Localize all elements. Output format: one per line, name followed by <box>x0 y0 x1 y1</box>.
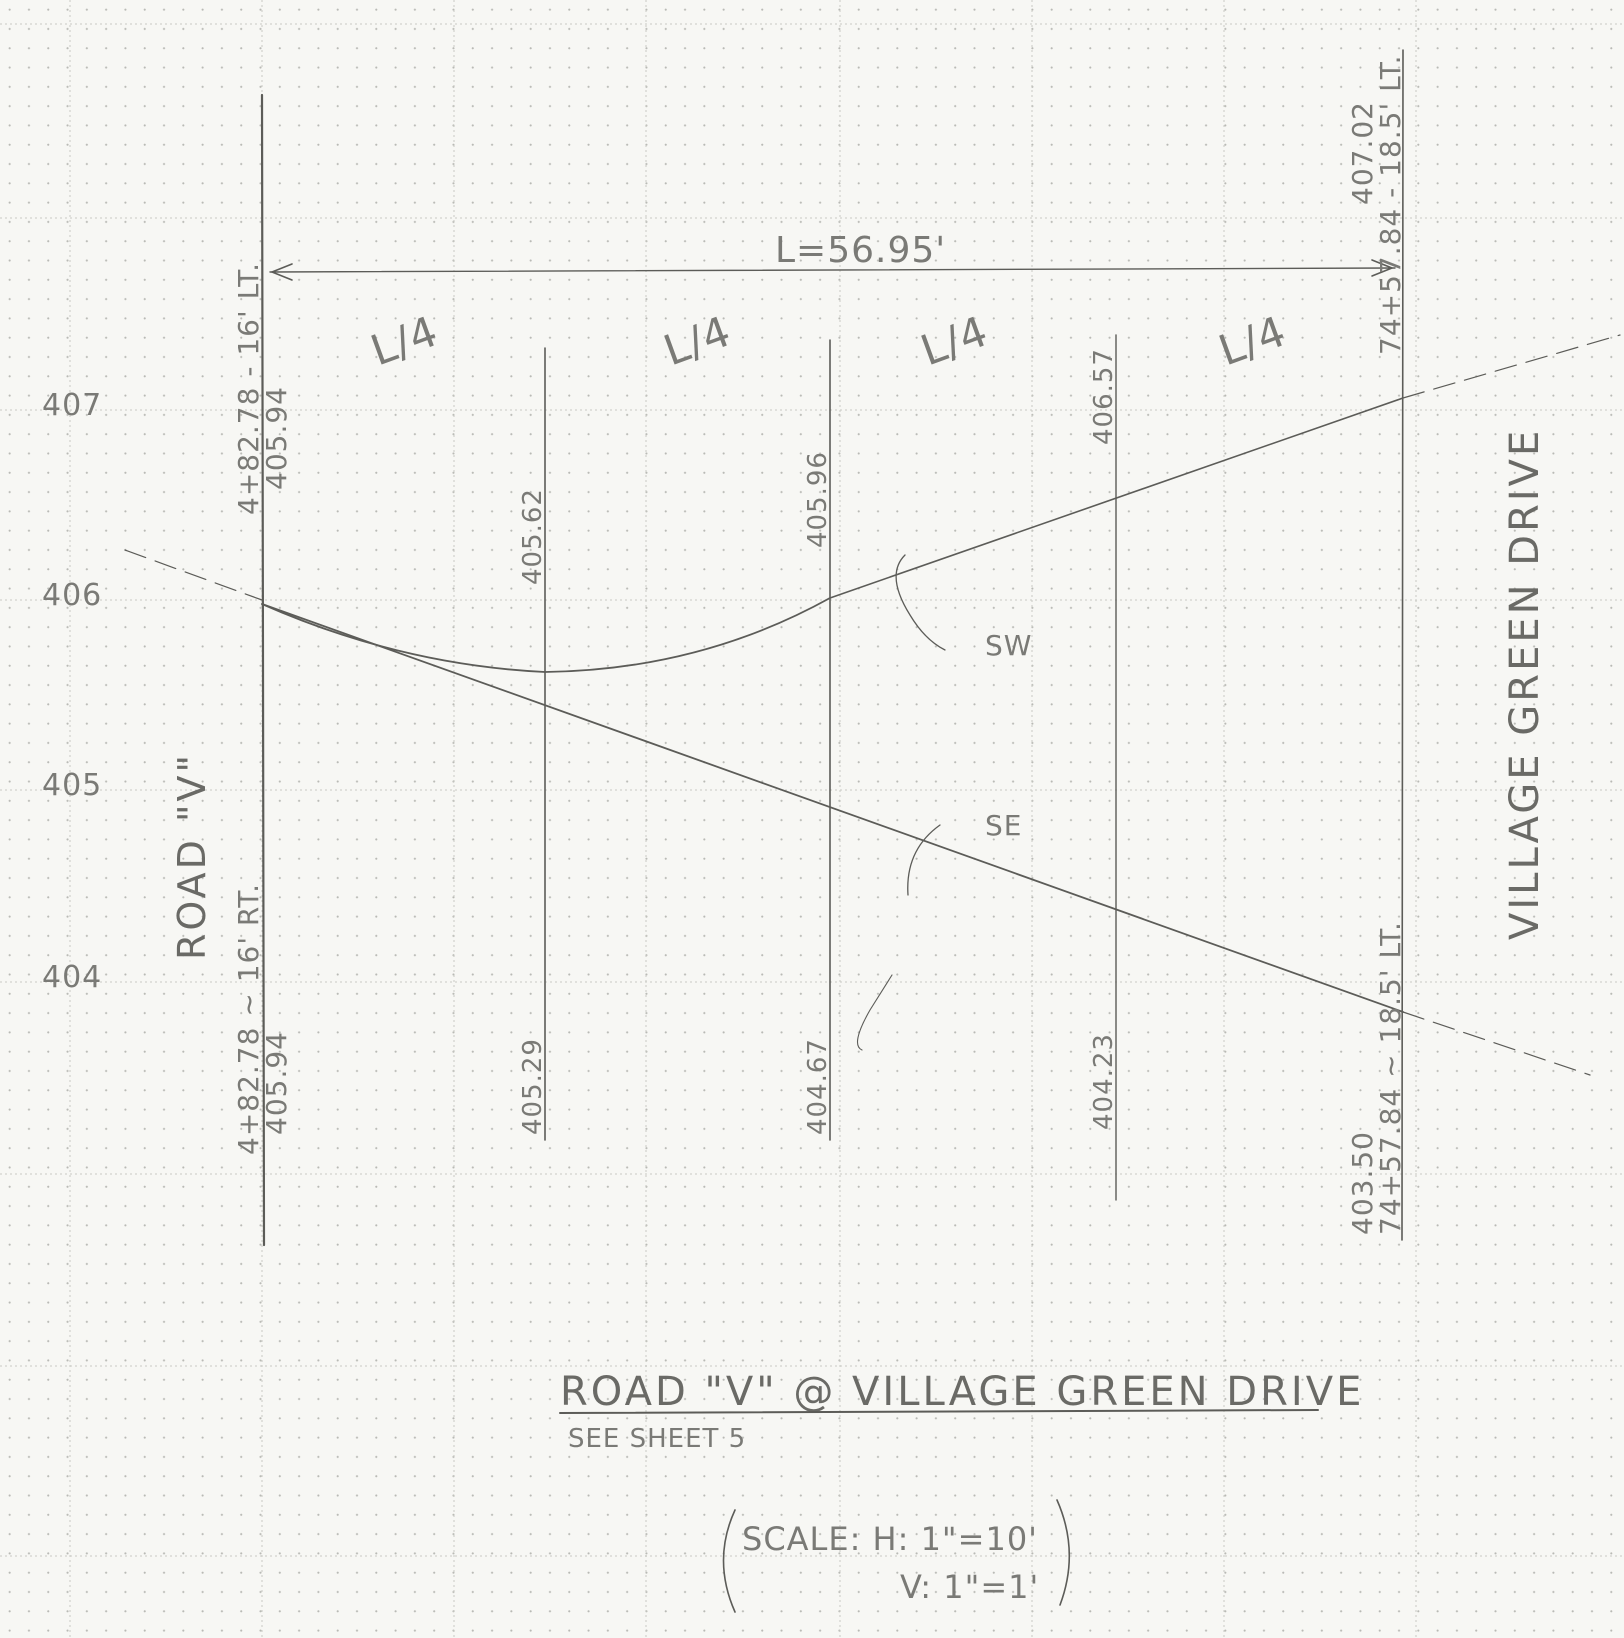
svg-text:L/4: L/4 <box>914 306 994 375</box>
sw-grade-line-extension <box>1402 334 1621 399</box>
village-green-elev-bottom: 403.50 <box>1346 1131 1379 1235</box>
village-green-name: VILLAGE GREEN DRIVE <box>1502 428 1548 940</box>
title-underline <box>559 1409 1319 1414</box>
village-green-elev-top: 407.02 <box>1346 101 1379 205</box>
road-v-name: ROAD "V" <box>170 752 214 960</box>
scale-paren-right <box>1056 1499 1071 1606</box>
elev-label-407: 407 <box>42 388 102 423</box>
svg-text:L/4: L/4 <box>364 306 444 375</box>
se-grade-line <box>261 603 1404 1013</box>
scale-vertical: V: 1"=1' <box>900 1568 1039 1606</box>
quarter-label-3: L/4 <box>914 306 994 375</box>
lower-offset-2: 404.67 <box>803 1038 833 1135</box>
elev-label-405: 405 <box>42 768 102 803</box>
se-grade-line-extension <box>1402 1011 1591 1076</box>
curve-length-dimension-line <box>269 267 1396 273</box>
quarter-label-2: L/4 <box>657 306 737 375</box>
curve-length-label: L=56.95' <box>775 230 946 271</box>
road-v-elev-top: 405.94 <box>260 386 293 490</box>
dimension-arrow-left <box>269 263 293 281</box>
village-green-station-bottom: 74+57.84 ~ 18.5' LT. <box>1374 921 1407 1235</box>
drawing-title: ROAD "V" @ VILLAGE GREEN DRIVE <box>560 1369 1364 1415</box>
village-green-station-line <box>1401 49 1404 1241</box>
village-green-station-top: 74+57.84 - 18.5' LT. <box>1374 54 1407 355</box>
upper-offset-3: 406.57 <box>1089 348 1119 445</box>
dimension-arrow-right <box>1371 259 1395 277</box>
road-v-station-top: 4+82.78 - 16' LT. <box>232 262 265 515</box>
se-leader <box>907 824 941 896</box>
road-v-station-line <box>260 93 266 1247</box>
sw-grade-line <box>829 397 1404 599</box>
upper-offset-2: 405.96 <box>803 451 833 548</box>
road-v-grade-line-extension <box>124 549 263 601</box>
elev-label-404: 404 <box>42 960 102 995</box>
elev-label-406: 406 <box>42 578 102 613</box>
se-label: SE <box>985 809 1022 842</box>
svg-text:L/4: L/4 <box>657 306 737 375</box>
scale-paren-left <box>722 1509 736 1613</box>
sw-leader <box>895 554 946 651</box>
vertical-curve <box>261 597 831 673</box>
lower-offset-3: 404.23 <box>1089 1033 1119 1130</box>
quarter-label-1: L/4 <box>364 306 444 375</box>
upper-offset-1: 405.62 <box>518 488 548 585</box>
lower-offset-1: 405.29 <box>518 1038 548 1135</box>
road-v-station-bottom: 4+82.78 ~ 16' RT. <box>232 883 265 1155</box>
sw-label: SW <box>985 629 1032 662</box>
see-sheet-note: SEE SHEET 5 <box>568 1424 746 1454</box>
road-v-elev-bottom: 405.94 <box>260 1031 293 1135</box>
small-leader <box>856 974 893 1051</box>
scale-horizontal: SCALE: H: 1"=10' <box>742 1520 1038 1558</box>
